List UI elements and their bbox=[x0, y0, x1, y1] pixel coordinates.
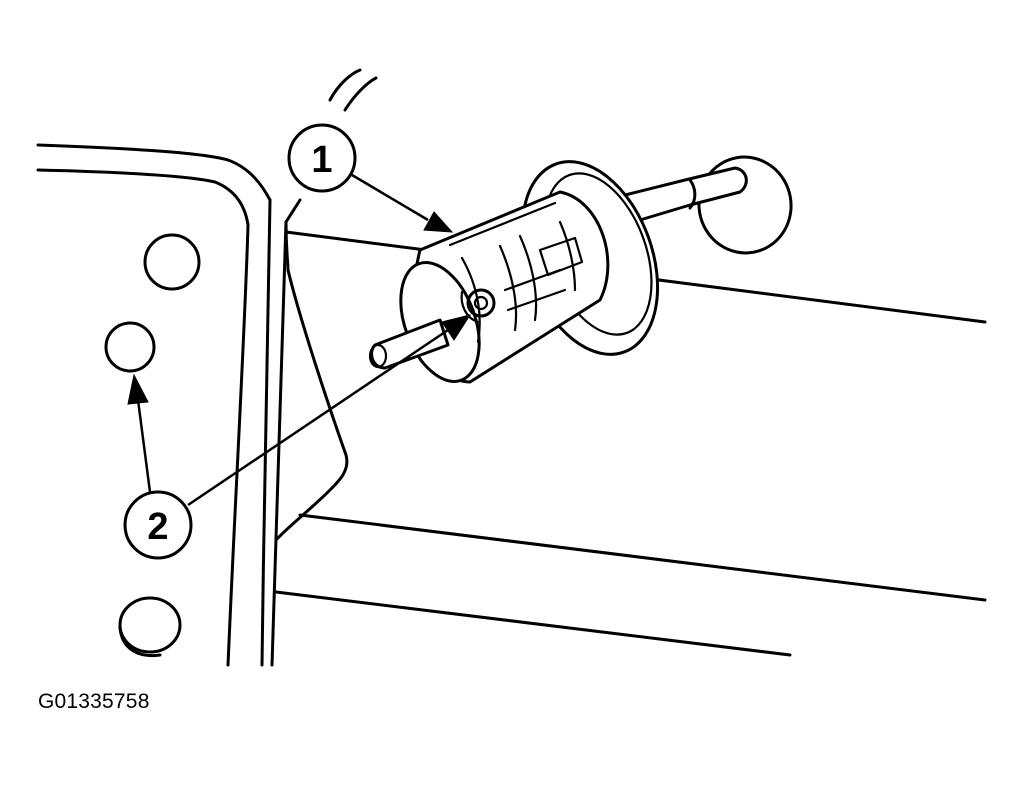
door-panel bbox=[36, 68, 987, 667]
panel-holes bbox=[104, 233, 201, 658]
callout-1: 1 bbox=[287, 123, 454, 233]
callout-2: 2 bbox=[123, 314, 472, 560]
svg-text:1: 1 bbox=[311, 139, 332, 181]
panel-hole-top bbox=[143, 233, 201, 291]
lock-cylinder bbox=[368, 155, 793, 384]
panel-hole-sealed bbox=[104, 321, 156, 373]
svg-text:2: 2 bbox=[147, 506, 168, 548]
panel-hole-bottom bbox=[118, 596, 182, 654]
figure-id: G01335758 bbox=[38, 690, 150, 713]
